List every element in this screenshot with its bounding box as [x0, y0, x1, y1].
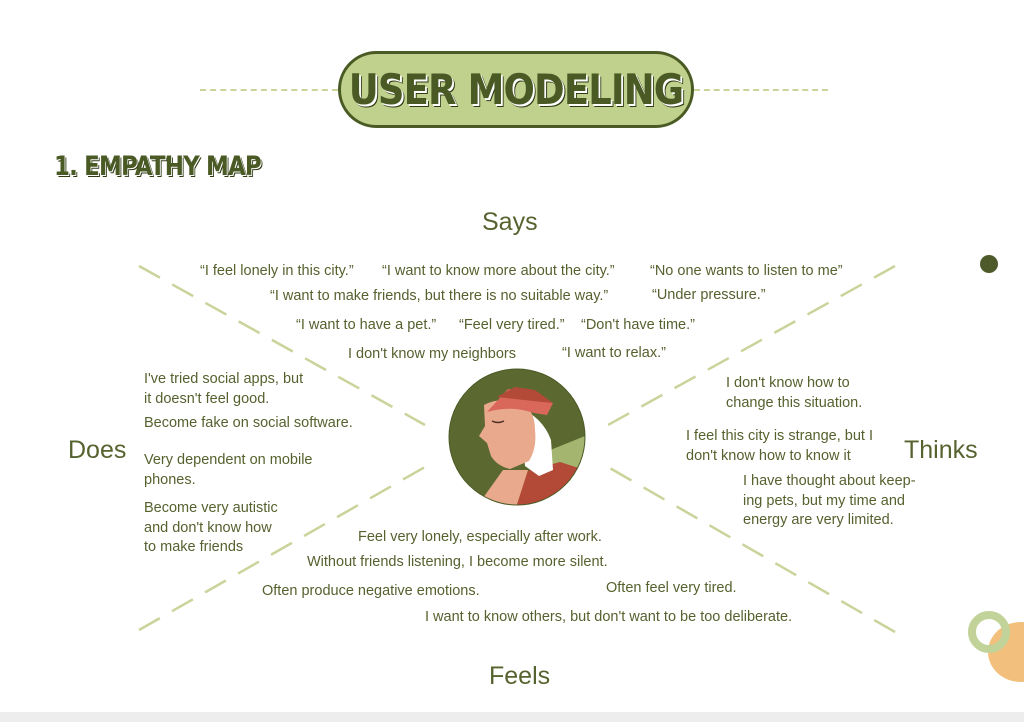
feels-note: Often feel very tired.: [606, 580, 737, 596]
thinks-note: I have thought about keep- ing pets, but…: [743, 473, 916, 528]
thinks-note: I feel this city is strange, but I don't…: [686, 428, 873, 464]
feels-note: Often produce negative emotions.: [262, 583, 480, 599]
says-note: “I want to relax.”: [562, 345, 666, 361]
feels-note: Without friends listening, I become more…: [307, 554, 608, 570]
says-note: “I want to make friends, but there is no…: [270, 288, 609, 304]
says-note: “Under pressure.”: [652, 287, 766, 303]
banner-dash-left: [200, 89, 338, 91]
says-note: “I want to have a pet.”: [296, 317, 437, 333]
banner-dash-right: [694, 89, 828, 91]
decorative-dot: [980, 255, 998, 273]
section-title: 1. EMPATHY MAP: [54, 151, 262, 182]
thinks-label: Thinks: [904, 436, 978, 464]
says-label: Says: [482, 208, 538, 236]
does-note: I've tried social apps, but it doesn't f…: [144, 371, 304, 407]
does-note: Become very autistic and don't know how …: [144, 500, 278, 555]
says-note: “I want to know more about the city.”: [382, 263, 615, 279]
does-note: Very dependent on mobile phones.: [144, 452, 313, 488]
diagonal-bottom-left: [138, 465, 426, 632]
says-note: “No one wants to listen to me”: [650, 263, 843, 279]
page-title: USER MODELING: [348, 65, 684, 114]
feels-label: Feels: [489, 662, 551, 690]
bottom-strip: [0, 712, 1024, 722]
says-note: “Don't have time.”: [581, 317, 695, 333]
diagonal-top-right: [607, 264, 896, 427]
title-banner: USER MODELING: [338, 51, 694, 128]
user-avatar-icon: [449, 369, 585, 505]
says-note: “Feel very tired.”: [459, 317, 565, 333]
diagonal-top-left: [138, 264, 426, 427]
feels-note: I want to know others, but don't want to…: [425, 609, 793, 625]
does-note: Become fake on social software.: [144, 415, 353, 431]
thinks-note: I don't know how to change this situatio…: [726, 375, 863, 411]
says-note: “I feel lonely in this city.”: [200, 263, 354, 279]
says-note: I don't know my neighbors: [348, 346, 516, 362]
does-label: Does: [68, 436, 127, 464]
feels-note: Feel very lonely, especially after work.: [358, 529, 602, 545]
diagonal-bottom-right: [607, 465, 896, 634]
decorative-ring: [968, 611, 1010, 653]
